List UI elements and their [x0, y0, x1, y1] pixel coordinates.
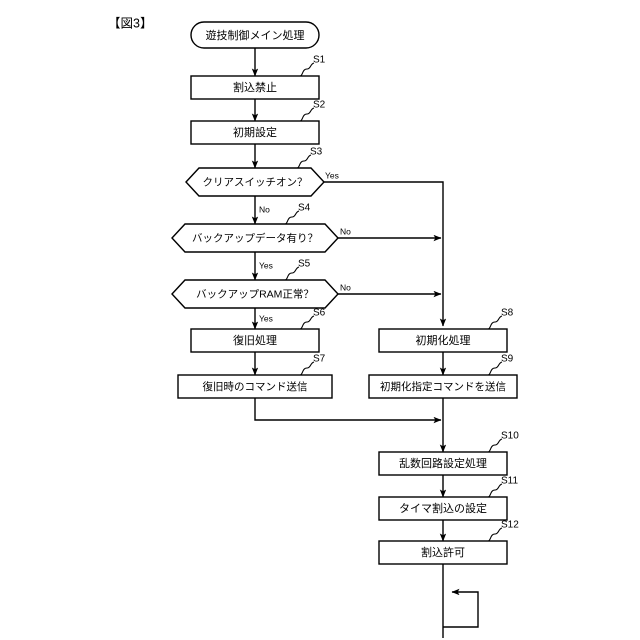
leader-s8 [487, 315, 503, 330]
step-label-s5: S5 [298, 259, 311, 270]
process-box-s6 [190, 328, 320, 353]
process-box-s8 [378, 328, 508, 353]
decision-hexagon-s4-label: バックアップデータ有り？ [192, 231, 318, 244]
decision-hexagon-s5 [171, 279, 339, 309]
process-box-s1 [190, 75, 320, 100]
figure-label: 【図3】 [108, 16, 152, 30]
step-label-s6: S6 [313, 308, 326, 319]
connector-s3-yes-to-trunk [320, 181, 447, 327]
decision-hexagon-s3-label: クリアスイッチオン？ [203, 176, 308, 188]
step-label-s11: S11 [501, 476, 518, 487]
process-box-s11-label: タイマ割込の設定 [399, 501, 487, 515]
process-box-s12-label: 割込許可 [421, 545, 465, 559]
leader-s5 [284, 266, 300, 281]
branch-label-s3-yes: Yes [325, 170, 339, 180]
process-box-s10-label: 乱数回路設定処理 [399, 456, 487, 470]
leader-s7 [299, 361, 315, 376]
leader-s2 [299, 107, 315, 122]
leader-s1 [299, 62, 315, 77]
step-label-s3: S3 [310, 147, 323, 158]
decision-hexagon-s3 [185, 167, 325, 197]
branch-label-s4-no: No [340, 226, 351, 236]
process-box-s7 [177, 374, 333, 399]
leader-s3 [296, 154, 312, 169]
step-label-s8: S8 [501, 308, 514, 319]
decision-hexagon-s4 [171, 223, 339, 253]
step-label-s2: S2 [313, 100, 326, 111]
branch-label-s3-no: No [259, 204, 270, 214]
process-box-s12 [378, 540, 508, 565]
step-label-s4: S4 [298, 203, 311, 214]
start-terminator [190, 21, 320, 49]
process-box-s2-label: 初期設定 [233, 125, 277, 139]
process-box-s9 [368, 374, 518, 399]
process-box-s10 [378, 451, 508, 476]
branch-label-s5-no: No [340, 282, 351, 292]
leader-s11 [487, 483, 503, 498]
branch-label-s5-yes: Yes [259, 313, 273, 323]
branch-label-s4-yes: Yes [259, 260, 273, 270]
step-label-s12: S12 [501, 520, 519, 531]
process-box-s1-label: 割込禁止 [233, 80, 277, 94]
process-box-s7-label: 復旧時のコマンド送信 [203, 380, 308, 393]
leader-s6 [299, 315, 315, 330]
step-label-s10: S10 [501, 431, 519, 442]
leader-s9 [487, 361, 503, 376]
process-box-s9-label: 初期化指定コマンドを送信 [380, 380, 506, 393]
process-box-s6-label: 復旧処理 [233, 334, 277, 347]
leader-s12 [487, 527, 503, 542]
connector-s7-to-trunk [254, 398, 442, 424]
leader-s10 [487, 438, 503, 453]
step-label-s7: S7 [313, 354, 326, 365]
step-label-s1: S1 [313, 55, 326, 66]
step-label-s9: S9 [501, 354, 514, 365]
process-box-s2 [190, 120, 320, 145]
leader-s4 [284, 210, 300, 225]
process-box-s8-label: 初期化処理 [416, 333, 471, 347]
connector-loop-back [443, 588, 479, 628]
start-terminator-label: 遊技制御メイン処理 [206, 28, 305, 42]
process-box-s11 [378, 496, 508, 521]
decision-hexagon-s5-label: バックアップRAM正常？ [196, 287, 314, 300]
